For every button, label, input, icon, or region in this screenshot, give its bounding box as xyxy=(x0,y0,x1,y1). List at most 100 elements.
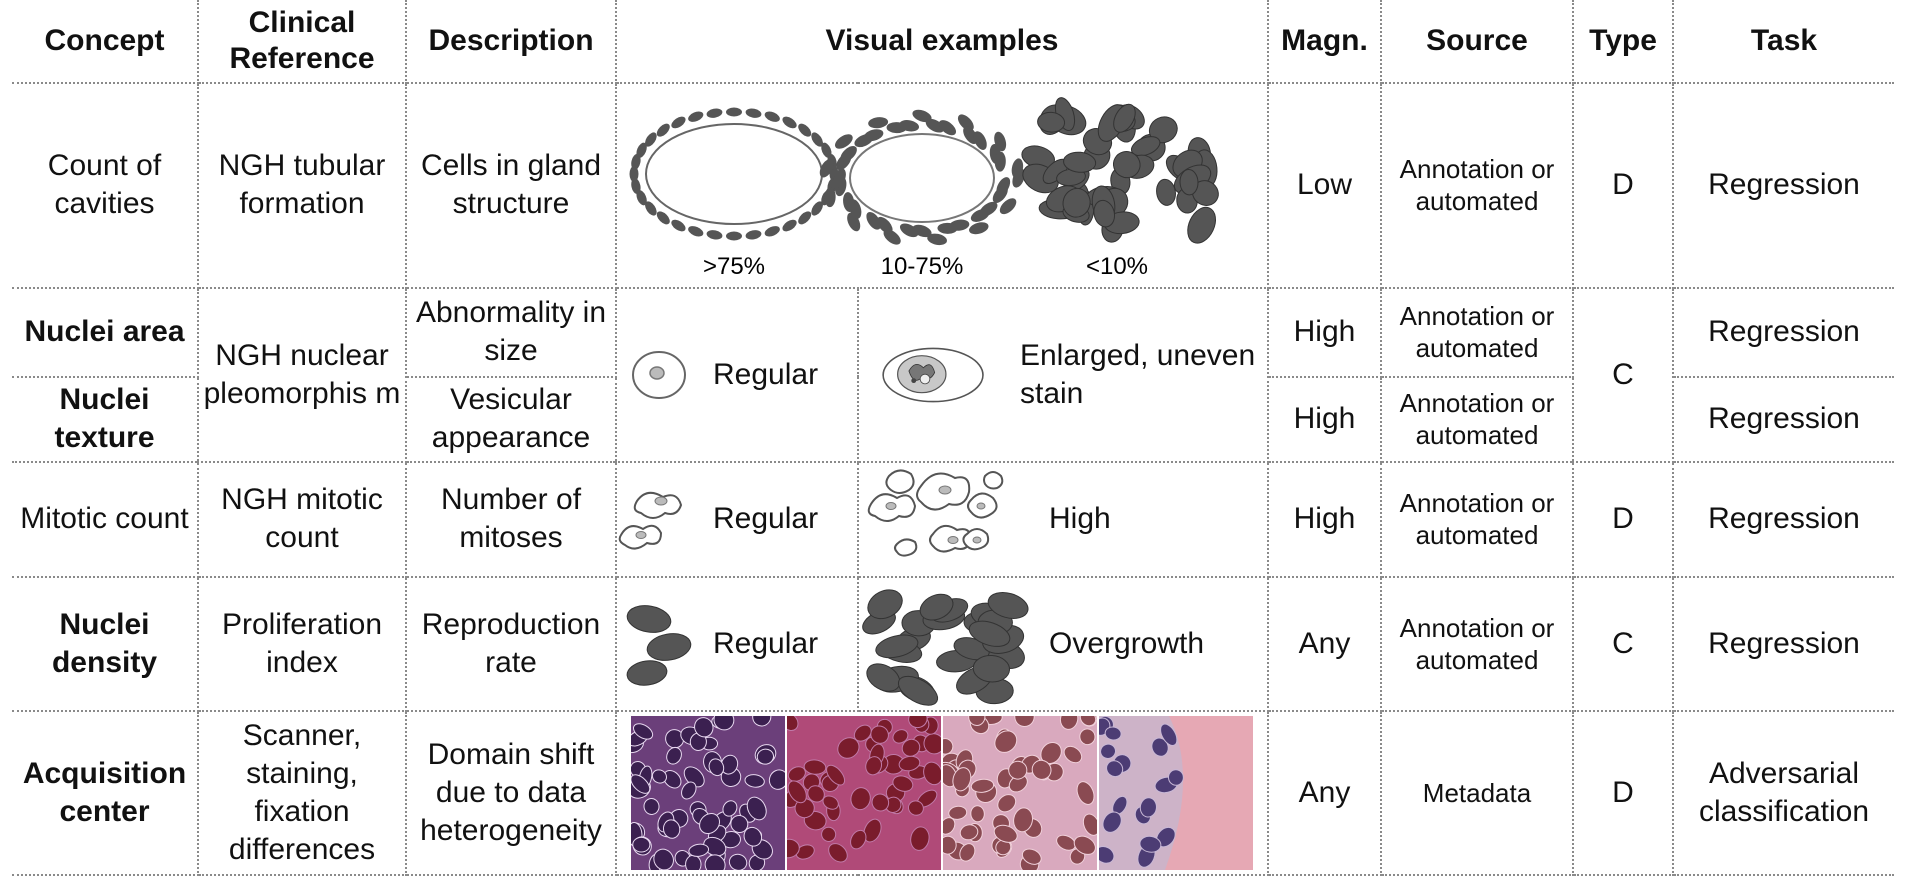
visual-example-regular-mitosis: Regular xyxy=(616,461,859,579)
nucleus-shape xyxy=(892,775,914,792)
nucleus-shape xyxy=(704,854,726,870)
nucleus-shape xyxy=(1187,207,1216,244)
nucleus-shape xyxy=(997,794,1017,813)
clinical-reference-cell: Scanner, staining, fixation differences xyxy=(198,710,407,876)
nucleus-shape xyxy=(970,778,995,793)
description-cell: Abnormality in size xyxy=(406,287,617,378)
nucleus-shape xyxy=(819,159,834,178)
nucleus-shape xyxy=(1014,715,1035,727)
nucleus-shape xyxy=(752,715,772,727)
nucleus-shape xyxy=(999,198,1017,215)
nucleus-shape xyxy=(828,843,848,863)
source-cell: Metadata xyxy=(1381,710,1574,876)
nucleus-shape xyxy=(943,835,957,855)
nucleus-shape xyxy=(919,593,954,621)
nucleus-shape xyxy=(993,824,1018,843)
nucleus-shape xyxy=(840,146,857,163)
nucleus-shape xyxy=(959,824,979,841)
nucleus-shape xyxy=(923,733,941,755)
concept-table: Concept Clinical Reference Description V… xyxy=(12,0,1894,876)
nucleus-shape xyxy=(833,168,846,188)
type-cell: D xyxy=(1573,710,1674,876)
nucleus-shape xyxy=(875,634,919,659)
nucleus-shape xyxy=(1151,737,1169,757)
nucleus-shape xyxy=(1082,813,1097,836)
nucleus-shape xyxy=(1160,723,1178,746)
nucleus-shape xyxy=(636,190,647,206)
nucleus-shape xyxy=(653,848,674,870)
task-cell: Adversarial classification xyxy=(1673,710,1894,876)
nucleus-shape xyxy=(1156,179,1176,207)
stain-patch-pink xyxy=(943,715,1097,870)
nucleus-shape xyxy=(671,116,686,129)
nucleus-shape xyxy=(1021,848,1042,865)
nucleus-shape xyxy=(688,111,704,123)
nucleus-shape xyxy=(994,730,1018,753)
nucleus-shape xyxy=(898,755,921,772)
nucleus-shape xyxy=(688,843,710,857)
cavity-illustrations: >75% 10-75% <10% xyxy=(629,97,1219,280)
nucleus-shape xyxy=(938,120,957,136)
description-cell: Vesicular appearance xyxy=(406,376,617,463)
nucleus-shape xyxy=(884,796,902,813)
clinical-reference-cell: NGH nuclear pleomorphis m xyxy=(198,287,407,463)
nucleus-shape xyxy=(1011,158,1024,179)
nucleus-shape xyxy=(746,796,767,821)
nucleus-shape xyxy=(1102,811,1122,833)
stain-patch-light xyxy=(1099,715,1253,870)
nucleus-shape xyxy=(937,223,958,235)
nucleus-shape xyxy=(970,805,985,823)
nucleus-shape xyxy=(992,186,1008,204)
header-clinical-reference: Clinical Reference xyxy=(198,0,407,84)
table-row-nuclei-texture: Nuclei texture Vesicular appearance High… xyxy=(12,376,1894,463)
visual-example-regular-nucleus: Regular xyxy=(616,287,859,463)
nucleus-shape xyxy=(743,826,763,847)
nucleus-shape xyxy=(948,805,968,820)
nucleus-shape xyxy=(1063,151,1097,174)
header-visual-examples: Visual examples xyxy=(616,0,1269,84)
type-cell: D xyxy=(1573,83,1674,289)
magn-cell: High xyxy=(1268,461,1382,579)
nucleus-shape xyxy=(1062,188,1091,218)
nucleus-shape xyxy=(899,223,919,238)
nucleus-shape xyxy=(899,120,919,132)
nucleus-shape xyxy=(972,655,1011,683)
nucleus-shape xyxy=(706,230,723,240)
nucleus-shape xyxy=(835,134,853,149)
nucleus-shape xyxy=(952,767,972,792)
example-label-enlarged: Enlarged, uneven stain xyxy=(1019,338,1256,410)
nucleus-shape xyxy=(892,729,909,744)
description-cell: Cells in gland structure xyxy=(406,83,617,289)
nucleus-shape xyxy=(843,192,855,213)
nucleus-shape xyxy=(1059,715,1079,730)
nucleus-shape xyxy=(850,829,867,850)
high-mitosis-illustration xyxy=(867,469,1004,558)
magn-cell: Any xyxy=(1268,710,1382,876)
magn-cell: High xyxy=(1268,376,1382,463)
source-cell: Annotation or automated xyxy=(1381,577,1574,712)
nucleus-shape xyxy=(1139,835,1162,853)
magn-cell: Any xyxy=(1268,577,1382,712)
nucleus-shape xyxy=(645,132,657,147)
regular-nucleus-illustration xyxy=(632,350,686,399)
source-cell: Annotation or automated xyxy=(1381,83,1574,289)
nucleus-shape xyxy=(722,800,738,817)
source-cell: Annotation or automated xyxy=(1381,376,1574,463)
stain-patch-red xyxy=(787,715,941,870)
nucleus-shape xyxy=(1148,116,1178,144)
nucleus-shape xyxy=(713,715,735,731)
nucleus-shape xyxy=(907,800,924,816)
nucleus-shape xyxy=(1139,797,1157,818)
visual-example-enlarged-nucleus: Enlarged, uneven stain xyxy=(858,287,1269,463)
visual-example-overgrowth: Overgrowth xyxy=(858,577,1269,712)
nucleus-shape xyxy=(1079,728,1096,746)
nucleus-shape xyxy=(708,758,725,777)
example-label-regular: Regular xyxy=(713,627,819,661)
nucleus-shape xyxy=(897,675,939,706)
nucleus-shape xyxy=(1073,835,1096,855)
concept-cell: Mitotic count xyxy=(12,461,199,579)
nucleus-shape xyxy=(973,131,987,151)
concept-cell: Acquisition center xyxy=(12,710,199,876)
type-cell: C xyxy=(1573,287,1674,463)
header-magn: Magn. xyxy=(1268,0,1382,84)
